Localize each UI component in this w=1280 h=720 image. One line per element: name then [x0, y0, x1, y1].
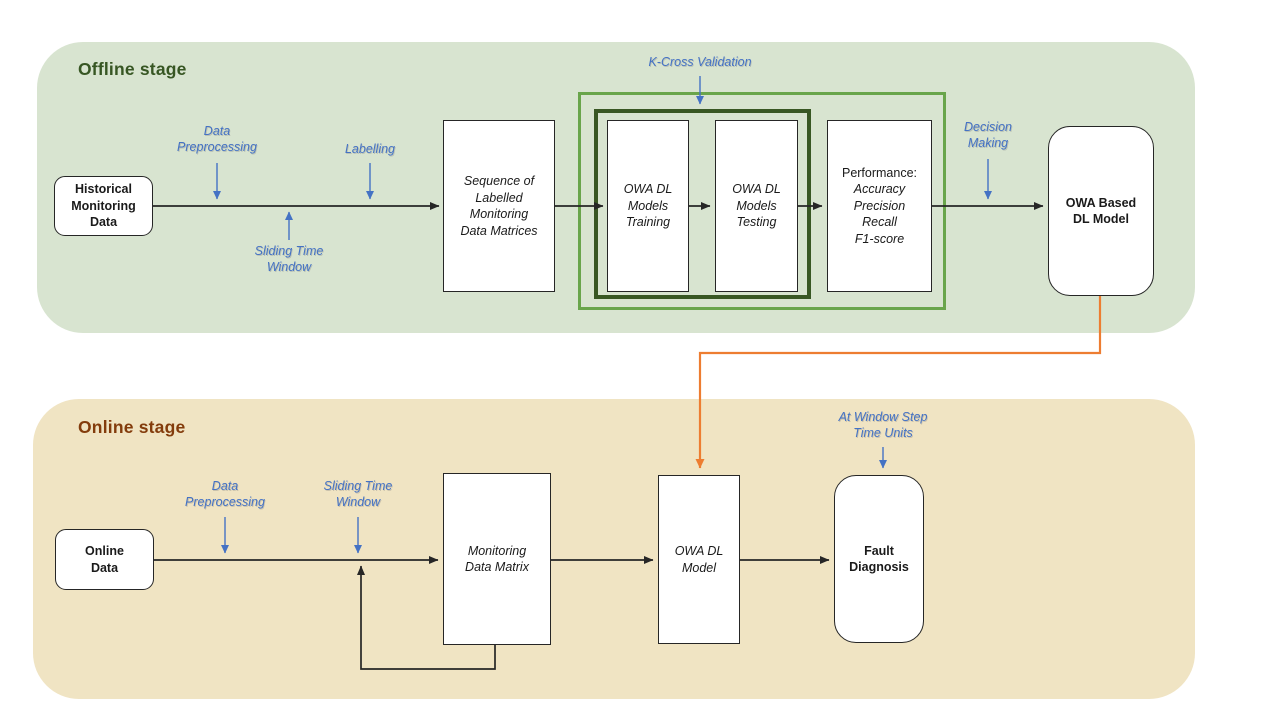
- online-stage-title: Online stage: [78, 417, 186, 437]
- label-offline-data-preprocessing: Data Preprocessing: [177, 124, 257, 154]
- node-online-owa-dl-model: OWA DL Model: [658, 475, 740, 644]
- node-sequence-labelled-matrices: Sequence of Labelled Monitoring Data Mat…: [443, 120, 555, 292]
- k-cross-validation-outer-frame: [578, 92, 946, 310]
- node-monitoring-data-matrix: Monitoring Data Matrix: [443, 473, 551, 645]
- wire-model-transfer-offline-to-online: [695, 295, 1102, 469]
- node-historical-monitoring-data: Historical Monitoring Data: [54, 176, 153, 236]
- label-decision-making: Decision Making: [964, 120, 1012, 150]
- performance-metric-list: Accuracy Precision Recall F1-score: [853, 182, 906, 246]
- label-online-data-preprocessing: Data Preprocessing: [185, 479, 265, 509]
- label-offline-sliding-time-window: Sliding Time Window: [254, 244, 324, 274]
- node-fault-diagnosis: Fault Diagnosis: [834, 475, 924, 643]
- node-performance-metrics: Performance: Accuracy Precision Recall F…: [827, 120, 932, 292]
- node-owa-dl-models-testing: OWA DL Models Testing: [715, 120, 798, 292]
- node-owa-based-dl-model: OWA Based DL Model: [1048, 126, 1154, 296]
- wire-sliding-window-feedback-loop: [357, 565, 496, 670]
- offline-stage-title: Offline stage: [78, 59, 187, 79]
- label-online-sliding-time-window: Sliding Time Window: [323, 479, 393, 509]
- node-owa-dl-models-training: OWA DL Models Training: [607, 120, 689, 292]
- node-online-data: Online Data: [55, 529, 154, 590]
- label-offline-labelling: Labelling: [344, 142, 396, 156]
- performance-title: Performance:: [841, 165, 918, 180]
- label-k-cross-validation: K-Cross Validation: [648, 55, 752, 69]
- label-at-window-step-time-units: At Window Step Time Units: [838, 410, 928, 440]
